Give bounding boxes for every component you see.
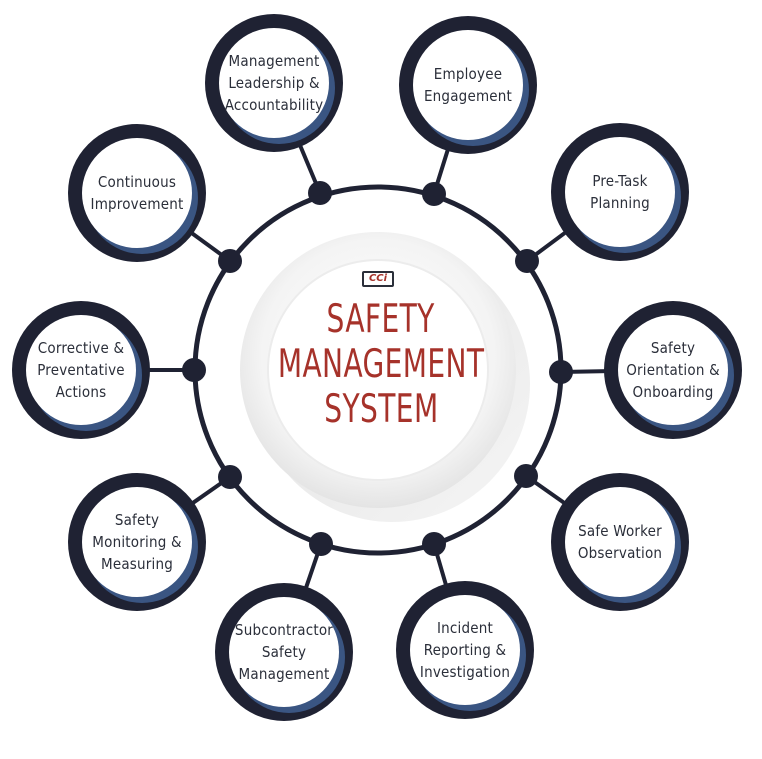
node-face — [618, 315, 728, 425]
node-face — [219, 28, 329, 138]
node-face — [565, 487, 675, 597]
node-line: Corrective & — [37, 339, 125, 357]
center-title-line-1: SAFETY — [326, 297, 436, 342]
node-line: Monitoring & — [92, 533, 182, 551]
node-line: Leadership & — [228, 74, 320, 92]
junction-dot — [218, 249, 242, 273]
node-line: Incident — [436, 619, 494, 637]
node-line: Reporting & — [423, 641, 507, 659]
node-line: Pre-Task — [592, 172, 648, 190]
node-face — [26, 315, 136, 425]
node-line: Accountability — [224, 96, 324, 114]
node-safe-worker-observation: Safe Worker Observation — [560, 502, 680, 582]
junction-dot — [218, 465, 242, 489]
node-safety-orientation: Safety Orientation & Onboarding — [613, 330, 733, 410]
hub-inner — [267, 259, 489, 481]
node-line: Engagement — [423, 87, 513, 105]
node-line: Management — [238, 665, 330, 683]
node-line: Orientation & — [626, 361, 720, 379]
junction-dot — [515, 249, 539, 273]
node-safety-monitoring: Safety Monitoring & Measuring — [77, 502, 197, 582]
node-continuous-improvement: Continuous Improvement — [77, 153, 197, 233]
node-line: Safety — [114, 511, 160, 529]
node-line: Continuous — [97, 173, 177, 191]
node-line: Measuring — [100, 555, 174, 573]
junction-dot — [182, 358, 206, 382]
node-line: Management — [228, 52, 320, 70]
center-title-line-3: SYSTEM — [323, 387, 439, 432]
node-face — [410, 595, 520, 705]
junctions-layer — [182, 181, 573, 556]
node-line: Safety — [261, 643, 307, 661]
center-title-line-2: MANAGEMENT — [277, 342, 485, 387]
node-line: Investigation — [419, 663, 511, 681]
node-face — [565, 137, 675, 247]
node-pre-task-planning: Pre-Task Planning — [560, 152, 680, 232]
cci-logo: CCi — [362, 271, 394, 287]
node-line: Safety — [650, 339, 696, 357]
node-line: Onboarding — [632, 383, 714, 401]
node-face — [82, 138, 192, 248]
node-management-leadership: Management Leadership & Accountability — [214, 43, 334, 123]
node-face — [413, 30, 523, 140]
junction-dot — [422, 182, 446, 206]
junction-dot — [308, 181, 332, 205]
node-employee-engagement: Employee Engagement — [408, 45, 528, 125]
node-face — [82, 487, 192, 597]
node-line: Actions — [55, 383, 107, 401]
node-line: Observation — [577, 544, 663, 562]
junction-dot — [514, 464, 538, 488]
junction-dot — [422, 532, 446, 556]
node-line: Planning — [590, 194, 650, 212]
node-line: Subcontractor — [234, 621, 334, 639]
node-circles-layer — [12, 14, 742, 721]
node-corrective-actions: Corrective & Preventative Actions — [21, 330, 141, 410]
center-title: SAFETY MANAGEMENT SYSTEM — [261, 297, 501, 432]
node-line: Safe Worker — [578, 522, 662, 540]
node-line: Employee — [433, 65, 503, 83]
node-line: Improvement — [90, 195, 184, 213]
node-face — [229, 597, 339, 707]
junction-dot — [549, 360, 573, 384]
junction-dot — [309, 532, 333, 556]
node-line: Preventative — [37, 361, 125, 379]
node-subcontractor-safety: Subcontractor Safety Management — [224, 612, 344, 692]
node-incident-reporting: Incident Reporting & Investigation — [405, 610, 525, 690]
